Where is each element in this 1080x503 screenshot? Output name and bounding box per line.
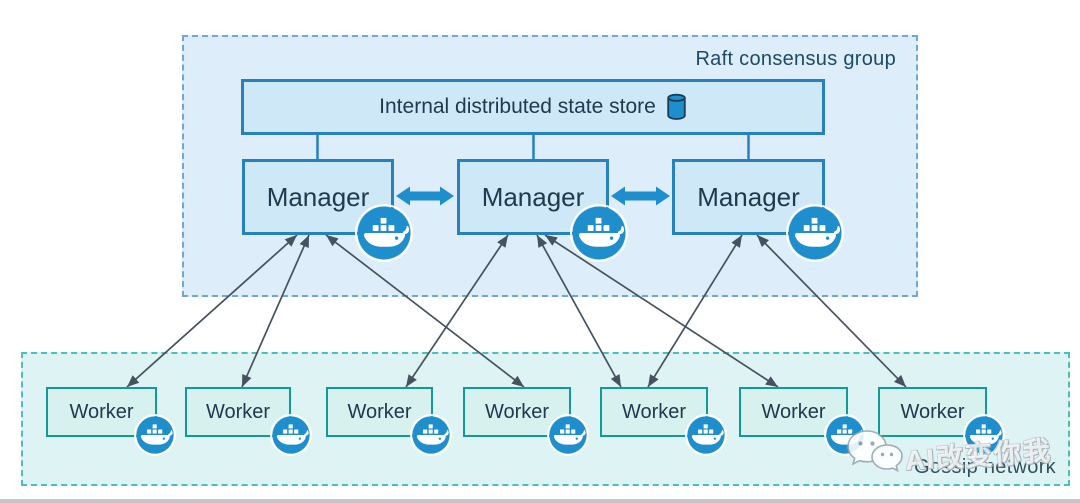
edge-manager-2-worker-3: [405, 234, 509, 388]
peer-arrow-manager-1-manager-2: [396, 186, 454, 206]
state-store-label: Internal distributed state store: [379, 95, 656, 118]
edge-manager-1-worker-4: [325, 234, 525, 388]
raft-consensus-group-label: Raft consensus group: [695, 48, 896, 70]
worker-label: Worker: [761, 400, 826, 423]
worker-label: Worker: [69, 400, 134, 423]
manager-label: Manager: [697, 181, 800, 212]
worker-label: Worker: [484, 400, 550, 423]
edge-manager-1-worker-1: [126, 234, 298, 388]
manager-2-box: Manager: [457, 159, 609, 235]
state-store-box: Internal distributed state store: [241, 79, 825, 135]
docker-whale-icon: [788, 206, 842, 260]
gossip-network-label: Gossip network: [913, 456, 1056, 478]
worker-2-box: Worker: [185, 387, 291, 437]
docker-whale-icon: [572, 206, 626, 260]
docker-whale-icon: [412, 416, 450, 454]
worker-4-box: Worker: [463, 387, 571, 437]
edge-manager-1-worker-2: [241, 234, 310, 388]
edge-manager-3-worker-7: [756, 234, 907, 388]
docker-whale-icon: [136, 416, 174, 454]
worker-label: Worker: [347, 400, 412, 423]
worker-7-box: Worker: [878, 387, 987, 437]
manager-worker-arrows: [126, 234, 907, 388]
watermark-text: AI改变你我: [904, 435, 1054, 477]
docker-whale-icon: [357, 206, 411, 260]
wechat-icon: [847, 430, 903, 472]
docker-whale-icon: [549, 416, 587, 454]
docker-whale-icon: [272, 416, 310, 454]
manager-label: Manager: [481, 181, 585, 212]
screenshot-bottom-edge: [0, 499, 1080, 503]
docker-whale-icon: [687, 416, 725, 454]
peer-arrow-manager-2-manager-3: [611, 186, 670, 206]
worker-label: Worker: [621, 400, 687, 423]
worker-label: Worker: [900, 400, 965, 423]
manager-peer-arrows: [396, 186, 670, 206]
worker-label: Worker: [205, 400, 271, 423]
database-cylinder-icon: [667, 93, 686, 120]
manager-label: Manager: [266, 181, 370, 212]
edge-manager-3-worker-5: [647, 234, 743, 388]
watermark: AI改变你我: [845, 428, 1053, 476]
worker-1-box: Worker: [46, 387, 157, 437]
state-store-connectors: [316, 134, 750, 160]
